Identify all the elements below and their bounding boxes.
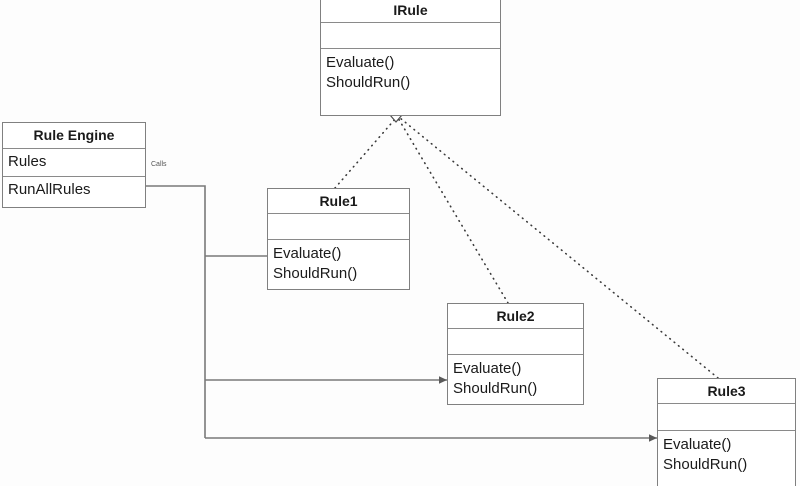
class-attributes-rule3 (658, 404, 795, 431)
uml-class-rule3[interactable]: Rule3 Evaluate() ShouldRun() (657, 378, 796, 486)
operation-row: ShouldRun() (273, 265, 358, 283)
class-operations-rule-engine: Rules RunAllRules (3, 149, 145, 207)
operation-row: Rules (8, 153, 47, 170)
realization-edge-rule1 (334, 117, 397, 189)
association-trunk (146, 185, 206, 438)
class-operations-rule3: Evaluate() ShouldRun() (658, 431, 795, 486)
operation-row: Evaluate() (453, 360, 522, 377)
class-operations-irule: Evaluate() ShouldRun() (321, 49, 500, 115)
operation-row: ShouldRun() (663, 456, 748, 474)
class-attributes-rule1 (268, 214, 409, 240)
class-title-rule3: Rule3 (658, 379, 795, 404)
uml-class-rule-engine[interactable]: Rule Engine Rules RunAllRules (2, 122, 146, 208)
operation-row: Evaluate() (663, 436, 732, 453)
class-operations-rule1: Evaluate() ShouldRun() (268, 240, 409, 289)
class-attributes-rule2 (448, 329, 583, 355)
operation-row: Evaluate() (273, 245, 342, 262)
realization-arrowhead-irule (388, 114, 404, 123)
class-operations-rule2: Evaluate() ShouldRun() (448, 355, 583, 404)
uml-class-rule2[interactable]: Rule2 Evaluate() ShouldRun() (447, 303, 584, 405)
operation-row: Evaluate() (326, 54, 395, 71)
class-title-irule: IRule (321, 0, 500, 23)
uml-class-irule[interactable]: IRule Evaluate() ShouldRun() (320, 0, 501, 116)
class-attributes-irule (321, 23, 500, 49)
uml-class-rule1[interactable]: Rule1 Evaluate() ShouldRun() (267, 188, 410, 290)
class-title-rule1: Rule1 (268, 189, 409, 214)
realization-edge-rule2 (397, 117, 509, 304)
operation-row: RunAllRules (3, 176, 145, 204)
operation-row: ShouldRun() (453, 380, 538, 398)
class-title-rule2: Rule2 (448, 304, 583, 329)
class-title-rule-engine: Rule Engine (3, 123, 145, 149)
edge-label-calls: Calls (151, 161, 167, 168)
operation-row: ShouldRun() (326, 74, 411, 92)
